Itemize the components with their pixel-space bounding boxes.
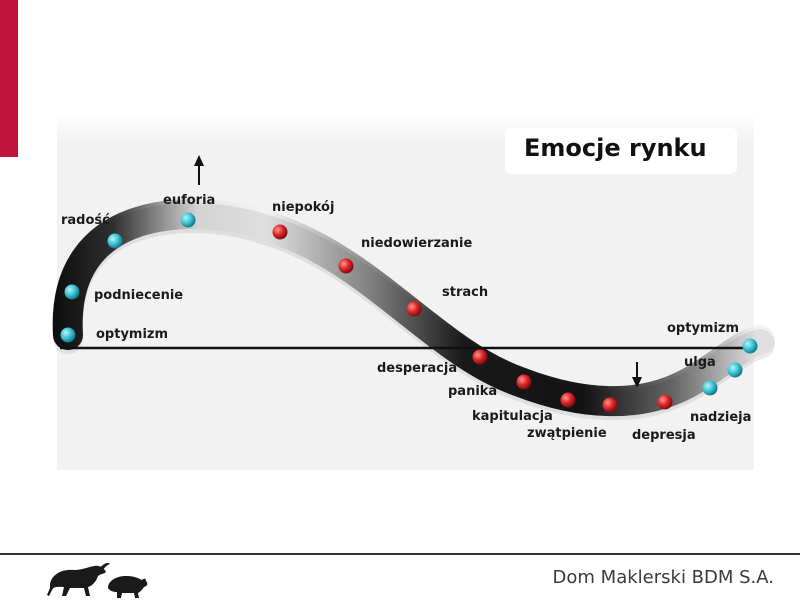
label-radosc: radość [61, 213, 110, 228]
label-niepokoj: niepokój [272, 200, 335, 215]
dot-podniecenie [64, 284, 80, 300]
title-plate [505, 128, 737, 174]
arrow-up-icon [194, 155, 204, 185]
label-nadzieja: nadzieja [690, 410, 752, 425]
dot-zwatpienie [602, 397, 618, 413]
diagram-title: Emocje rynku [524, 134, 707, 162]
emotion-curve-shadow [52, 203, 775, 421]
dot-optymizm-start [60, 327, 76, 343]
accent-bar [0, 0, 18, 157]
dot-niedowierzanie [338, 258, 354, 274]
dot-euforia [180, 212, 196, 228]
bull-and-bear-icon [47, 563, 148, 598]
label-strach: strach [442, 285, 489, 300]
dot-radosc [107, 233, 123, 249]
emotion-curve [52, 199, 775, 417]
label-euforia: euforia [163, 193, 216, 208]
dot-desperacja [472, 349, 488, 365]
label-ulga: ulga [684, 355, 716, 370]
dot-niepokoj [272, 224, 288, 240]
dot-depresja [657, 394, 673, 410]
label-depresja: depresja [632, 428, 696, 443]
label-panika: panika [448, 384, 498, 399]
label-zwatpienie: zwątpienie [527, 426, 607, 441]
dot-strach [406, 301, 422, 317]
dot-panika [516, 374, 532, 390]
arrow-down-icon [632, 362, 642, 388]
label-niedowierzanie: niedowierzanie [361, 236, 473, 251]
label-kapitulacja: kapitulacja [472, 409, 553, 424]
label-optymizm-start: optymizm [96, 327, 169, 342]
footer-divider [0, 553, 800, 555]
dot-kapitulacja [560, 392, 576, 408]
label-optymizm-end: optymizm [667, 321, 740, 336]
label-desperacja: desperacja [377, 361, 458, 376]
company-name: Dom Maklerski BDM S.A. [552, 567, 774, 588]
dot-ulga [727, 362, 743, 378]
dot-optymizm-end [742, 338, 758, 354]
label-podniecenie: podniecenie [94, 288, 184, 303]
dot-nadzieja [702, 380, 718, 396]
